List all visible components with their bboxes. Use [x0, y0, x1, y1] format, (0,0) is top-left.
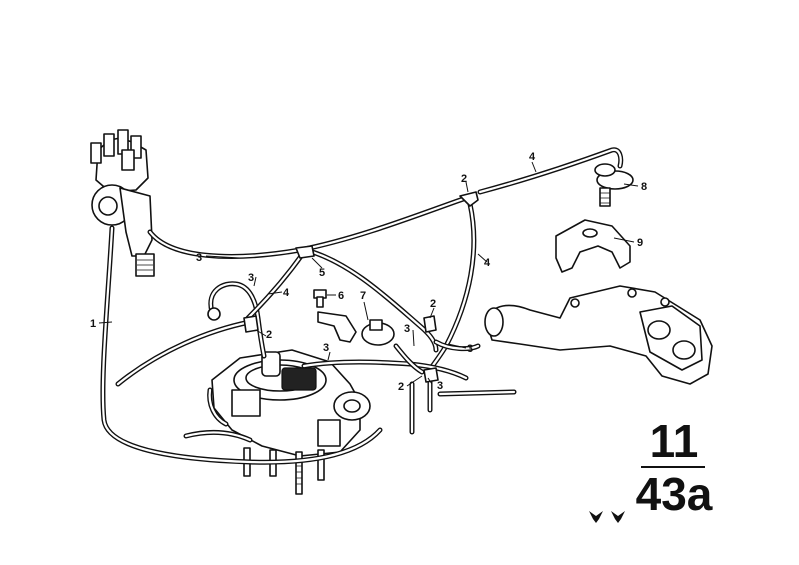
valve-bracket: [555, 219, 631, 273]
callout-1: 1: [90, 318, 96, 330]
callout-2-mid: 2: [430, 298, 436, 310]
callout-3-loop: 3: [248, 272, 254, 284]
thermo-valve: [594, 163, 634, 207]
callout-3-carb: 3: [323, 342, 329, 354]
screw: [313, 289, 327, 308]
callout-4-left: 4: [283, 287, 290, 299]
callout-8: 8: [641, 181, 647, 193]
callout-2-left: 2: [266, 329, 272, 341]
intake-manifold: [484, 285, 713, 385]
carburettor: [211, 349, 371, 495]
callout-5: 5: [319, 267, 325, 279]
connecting-pipe: [409, 373, 517, 435]
star-marks-icon: [589, 511, 625, 523]
callout-4-right: 4: [484, 257, 491, 269]
vacuum-hoses: [100, 147, 624, 465]
callout-3-hose: 3: [196, 252, 202, 264]
vacuum-valve: [317, 311, 395, 346]
callout-6: 6: [338, 290, 344, 302]
callout-3-right: 3: [467, 343, 473, 355]
hose-tees: [207, 191, 479, 383]
callout-7: 7: [360, 290, 366, 302]
callout-3-mid: 3: [404, 323, 410, 335]
section-number-major: 11: [649, 415, 699, 467]
callout-2-low: 2: [398, 381, 404, 393]
callout-9: 9: [637, 237, 643, 249]
distributor: [90, 129, 155, 277]
callout-2-top: 2: [461, 173, 467, 185]
leader-lines: [98, 161, 639, 387]
callout-4-top: 4: [529, 151, 536, 163]
section-divider: [641, 466, 705, 468]
callouts: 1 3 3 4 5 6 7 2 3 3 2 3 2 3 2 4 4 8 9: [90, 151, 647, 393]
section-number-minor: 43a: [635, 468, 713, 520]
callout-3-low: 3: [437, 380, 443, 392]
